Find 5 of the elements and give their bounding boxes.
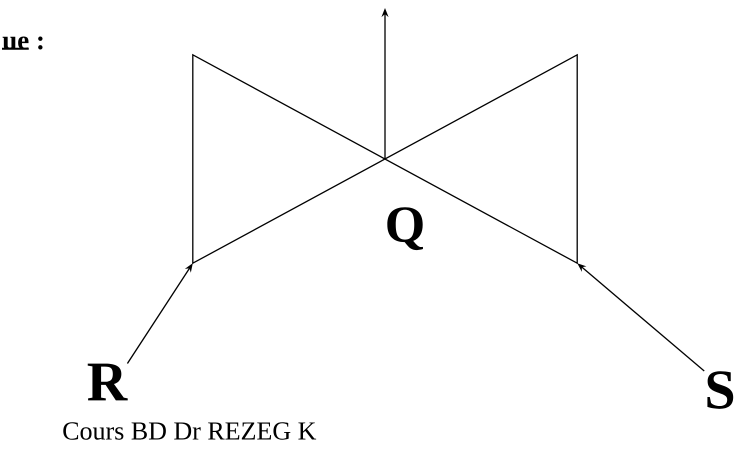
- join-symbol: [192, 54, 578, 264]
- footer-text: Cours BD Dr REZEG K: [63, 422, 316, 440]
- relation-label: S: [707, 371, 734, 409]
- relation-label: R: [88, 364, 128, 400]
- operator-label: Q: [387, 207, 423, 250]
